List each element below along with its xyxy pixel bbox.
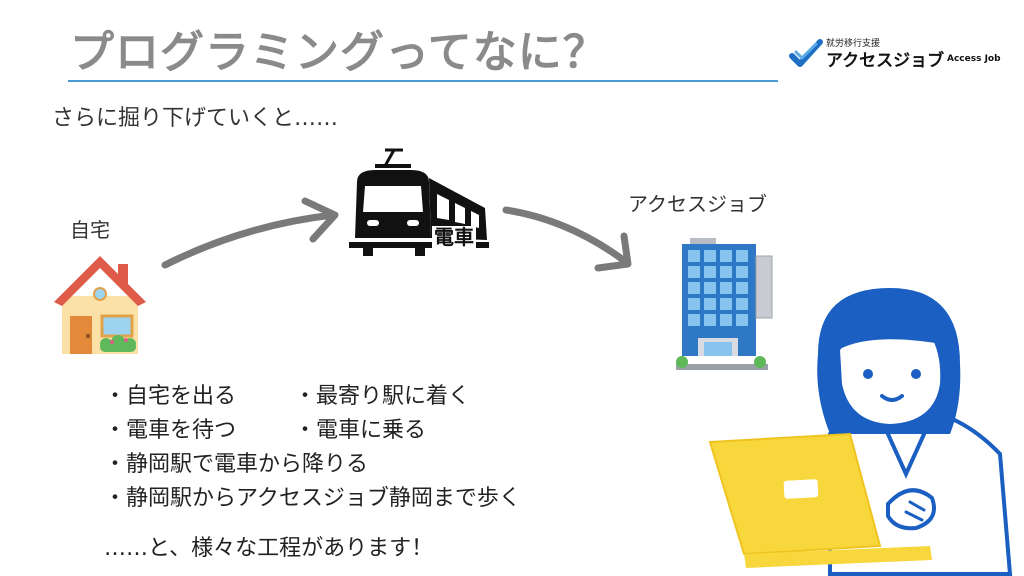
step-leave-home: ・自宅を出る (104, 384, 237, 409)
title-underline (68, 80, 778, 82)
step-walk-to-office: ・静岡駅からアクセスジョブ静岡まで歩く (104, 486, 521, 511)
logo-brand-english: Access Job (947, 54, 1001, 64)
step-arrive-nearest-station: ・最寄り駅に着く (294, 384, 471, 409)
step-wait-train: ・電車を待つ (104, 418, 237, 443)
home-label: 自宅 (70, 218, 110, 242)
step-board-train: ・電車に乗る (294, 418, 427, 443)
person-with-laptop-icon (708, 288, 1013, 576)
office-building-icon (676, 238, 773, 370)
logo-tagline: 就労移行支援 (826, 39, 881, 49)
arrow-icon (161, 197, 339, 269)
list-item: ・自宅を出る ・最寄り駅に着く (104, 380, 521, 414)
house-icon (54, 256, 146, 354)
slide-title: プログラミングってなに？ (70, 27, 608, 78)
slide-subtitle: さらに掘り下げていくと…… (52, 106, 339, 131)
step-get-off-shizuoka: ・静岡駅で電車から降りる (104, 452, 369, 477)
train-label: 電車 (432, 225, 476, 249)
train-icon (349, 148, 489, 256)
logo-mark-icon (789, 39, 823, 67)
step-list: ・自宅を出る ・最寄り駅に着く ・電車を待つ ・電車に乗る ・静岡駅で電車から降りる… (104, 380, 521, 516)
company-label: アクセスジョブ (628, 192, 767, 216)
arrow-icon (502, 206, 632, 272)
logo-brand-name: アクセスジョブ (826, 51, 945, 71)
brand-logo: 就労移行支援 アクセスジョブ Access Job (789, 34, 1010, 74)
closing-text: ……と、様々な工程があります！ (104, 536, 434, 561)
list-item: ・電車を待つ ・電車に乗る (104, 414, 521, 448)
